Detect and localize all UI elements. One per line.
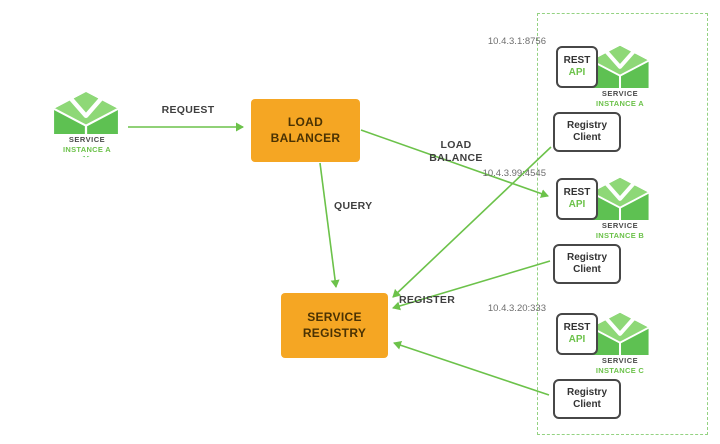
rest-label: REST (563, 186, 591, 198)
api-label: API (568, 199, 586, 210)
client-label: Client (573, 264, 601, 275)
instance-b-service-label: SERVICE (601, 221, 639, 230)
service-instance-b-panel: 10.4.3.99:4545 REST API SERVICE INSTANCE… (462, 168, 708, 288)
instance-a-caption: SERVICE INSTANCE A (586, 88, 654, 111)
instance-c-name-label: INSTANCE C (595, 366, 645, 376)
instance-c-service-label: SERVICE (601, 356, 639, 365)
api-label: API (568, 67, 586, 78)
register-edge-label: REGISTER (399, 294, 456, 306)
load-balancer-label-line2: BALANCER (270, 130, 341, 145)
instance-b-address: 10.4.3.99:4545 (482, 168, 546, 179)
instance-b-caption: SERVICE INSTANCE B (586, 220, 654, 243)
load-balance-label-line2: BALANCE (429, 151, 483, 164)
client-label: Client (573, 132, 601, 143)
service-instance-c-panel: 10.4.3.20:333 REST API SERVICE INSTANCE … (462, 303, 708, 423)
load-balancer-node: LOAD BALANCER (251, 99, 360, 162)
rest-label: REST (563, 321, 591, 333)
client-service-instance: SERVICE INSTANCE A (44, 90, 130, 162)
load-balance-label-line1: LOAD (440, 139, 472, 151)
instance-b-registry-client-box: Registry Client (553, 244, 621, 284)
api-label: API (568, 334, 586, 345)
instance-b-rest-api-box: REST API (556, 178, 598, 220)
request-edge-label: REQUEST (161, 104, 215, 116)
service-instance-a-panel: 10.4.3.1:8756 REST API SERVICE INSTANCE … (462, 36, 708, 156)
rest-label: REST (563, 54, 591, 66)
instance-a-service-label: SERVICE (601, 89, 639, 98)
instance-c-registry-client-box: Registry Client (553, 379, 621, 419)
client-label: Client (573, 399, 601, 410)
service-registry-node: SERVICE REGISTRY (281, 293, 388, 358)
query-edge-label: QUERY (334, 200, 373, 212)
instance-a-address: 10.4.3.1:8756 (487, 36, 546, 47)
instance-c-address: 10.4.3.20:333 (487, 303, 546, 314)
instance-c-caption: SERVICE INSTANCE C (586, 355, 654, 378)
client-service-label: SERVICE (68, 135, 106, 144)
service-registry-label-line1: SERVICE (307, 309, 362, 324)
query-arrow (319, 162, 340, 288)
service-registry-label-line2: REGISTRY (302, 325, 367, 340)
instance-c-rest-api-box: REST API (556, 313, 598, 355)
client-instance-label: INSTANCE A (63, 145, 111, 155)
instance-a-registry-client-box: Registry Client (553, 112, 621, 152)
instance-a-name-label: INSTANCE A (596, 99, 644, 109)
instance-a-rest-api-box: REST API (556, 46, 598, 88)
registry-label: Registry (566, 119, 607, 131)
registry-label: Registry (566, 251, 607, 263)
load-balancer-label-line1: LOAD (287, 114, 324, 129)
client-caption: SERVICE INSTANCE A (52, 134, 122, 157)
load-balance-edge-label: LOAD BALANCE (420, 139, 492, 164)
instance-b-name-label: INSTANCE B (595, 231, 645, 241)
registry-label: Registry (566, 386, 607, 398)
